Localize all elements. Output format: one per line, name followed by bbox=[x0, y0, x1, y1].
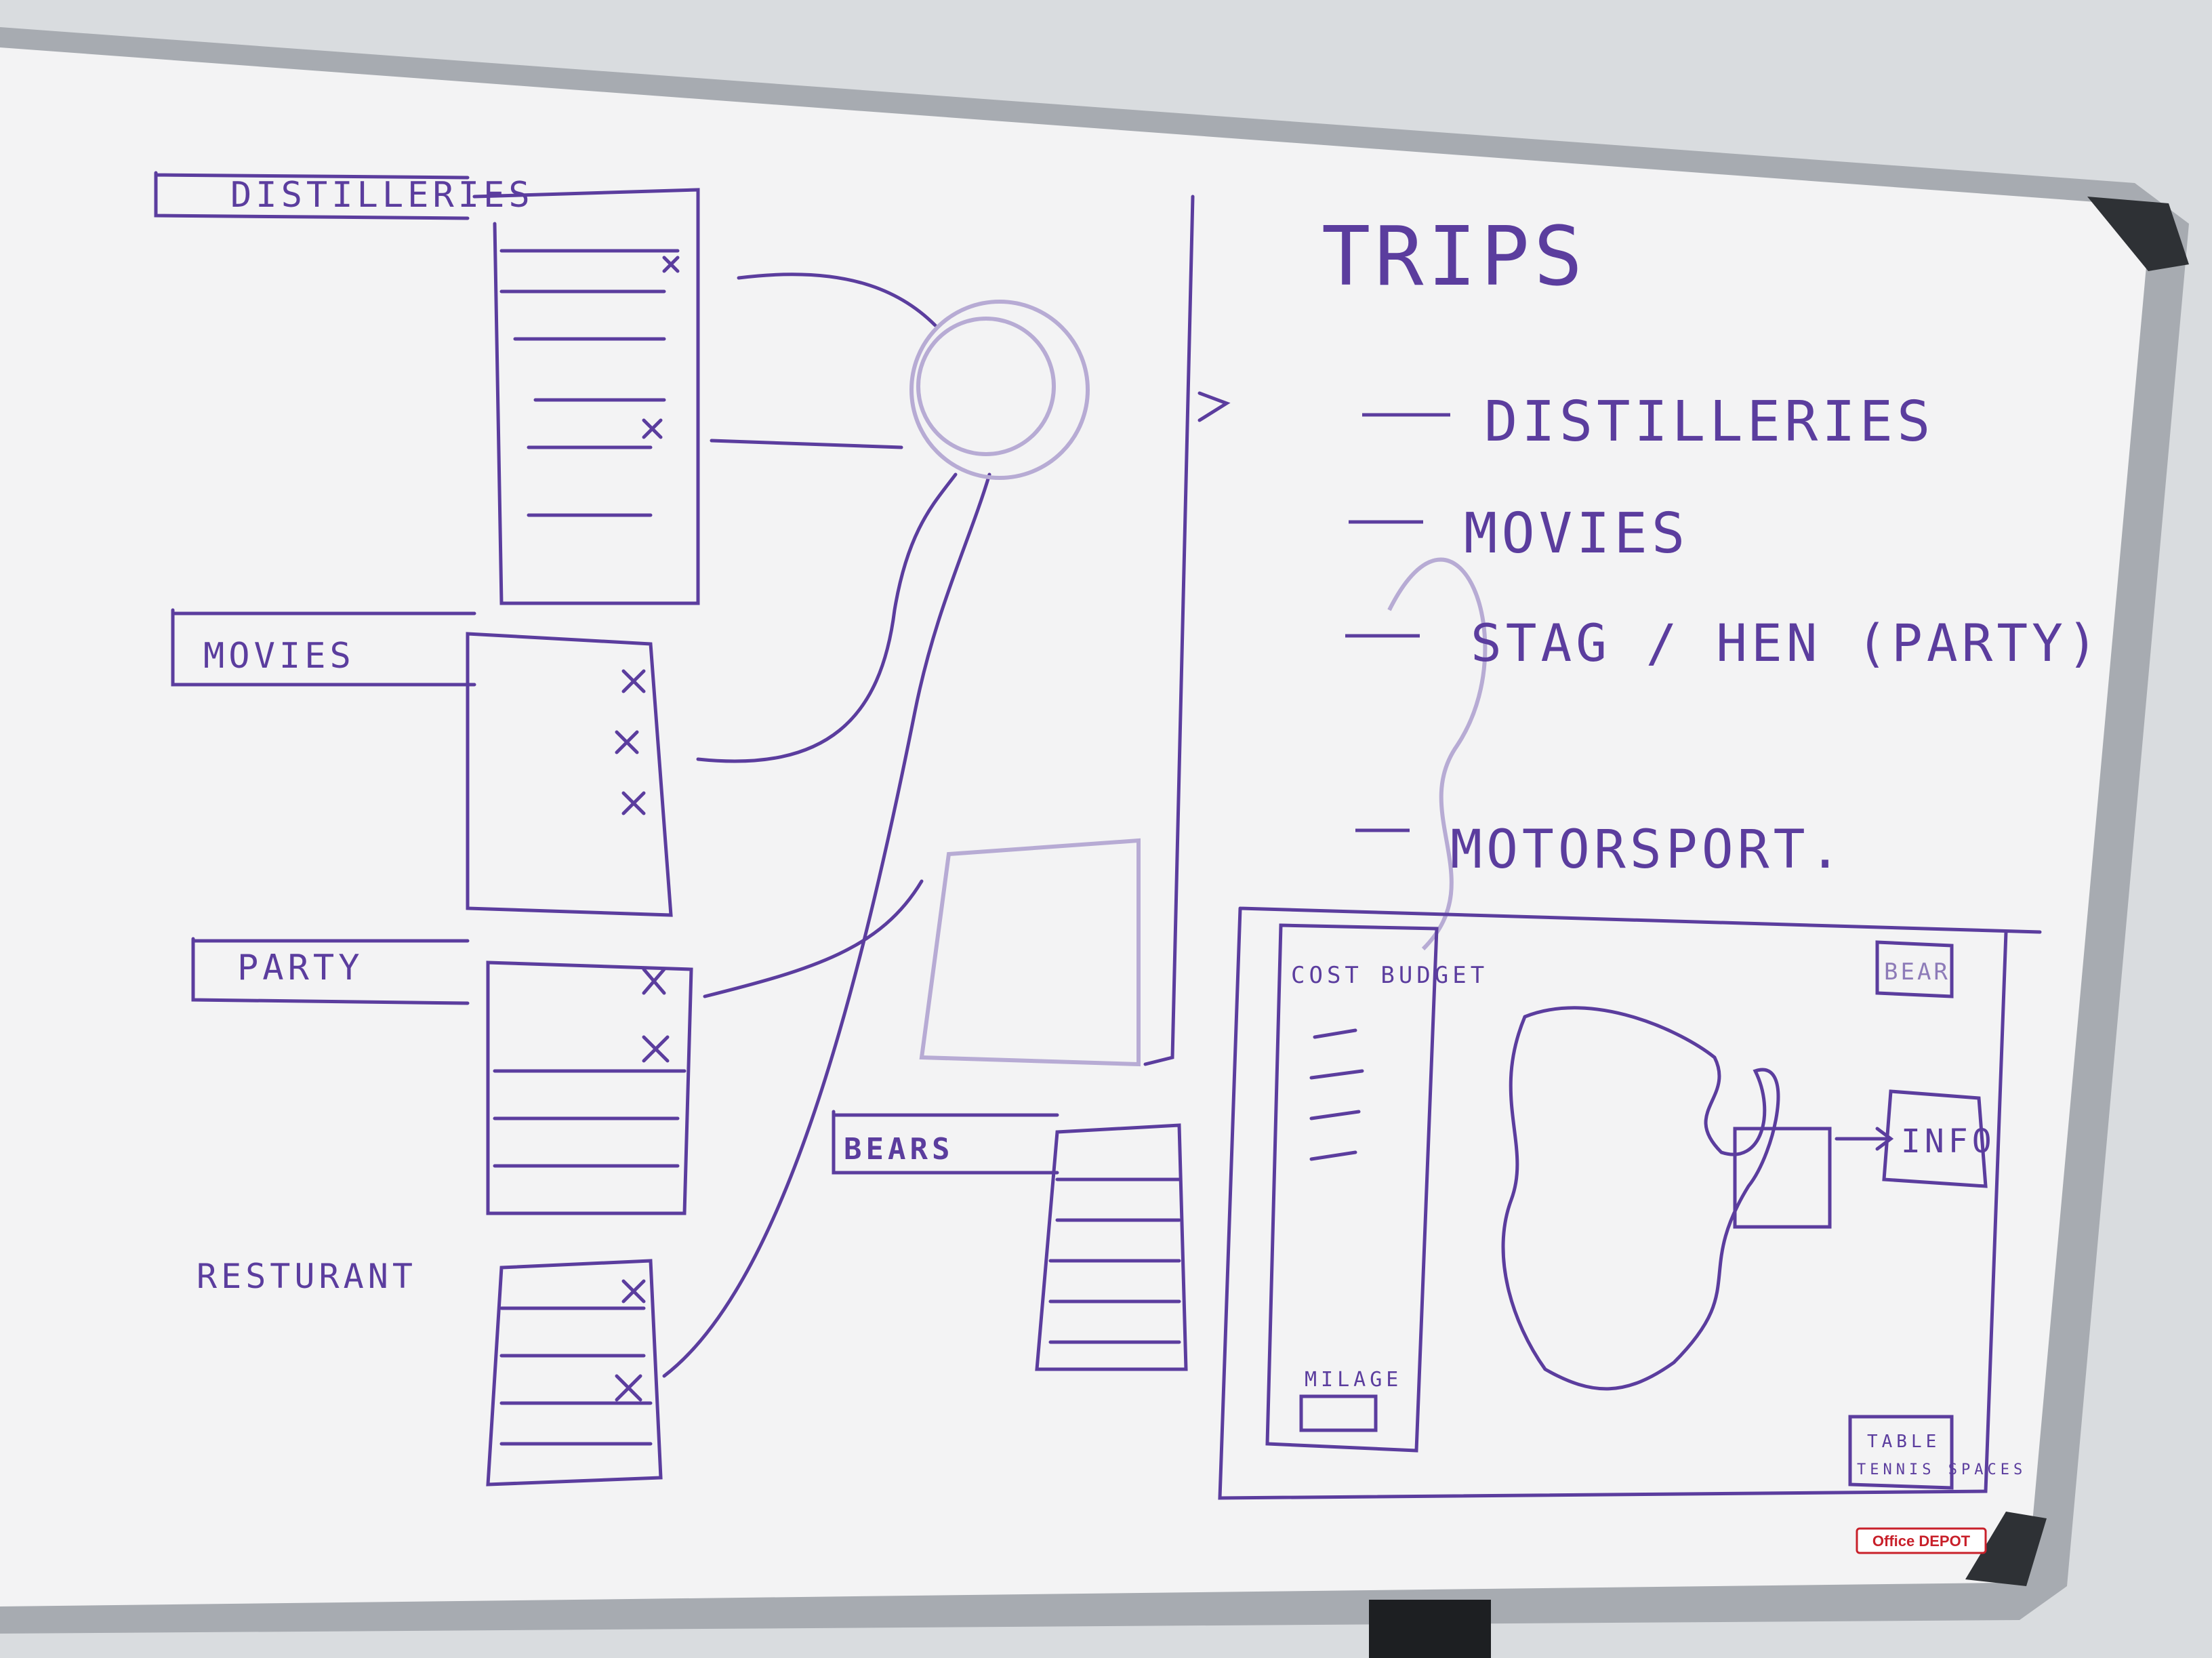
distilleries-tab-label: DISTILLERIES bbox=[230, 175, 534, 216]
brand-sticker bbox=[1856, 1527, 1987, 1554]
trips-item-movies: MOVIES bbox=[1464, 502, 1689, 566]
restaurant-checks bbox=[615, 1279, 646, 1402]
map-sidebar bbox=[1265, 923, 1439, 1453]
info-box bbox=[1882, 1089, 1988, 1188]
movies-list bbox=[466, 632, 673, 917]
info-box-label: INFO bbox=[1901, 1123, 1996, 1160]
frame-corner-top-right bbox=[2087, 197, 2189, 271]
trips-bullets bbox=[1345, 413, 1450, 832]
left-sketch bbox=[154, 171, 1231, 1487]
trips-item-motorsport: MOTORSPORT. bbox=[1450, 820, 1845, 881]
connector-lines bbox=[662, 272, 991, 1378]
table-tennis-box bbox=[1848, 1415, 1954, 1490]
info-arrow bbox=[1835, 1127, 1894, 1151]
party-checks bbox=[642, 967, 670, 1063]
restaurant-list bbox=[486, 1259, 663, 1487]
sidebar-footer-box bbox=[1299, 1394, 1378, 1432]
distilleries-tab bbox=[154, 171, 470, 220]
divider-arrow bbox=[1197, 391, 1231, 422]
erased-marks bbox=[909, 300, 1488, 1067]
bear-box-label: BEAR bbox=[1884, 958, 1950, 986]
party-tab bbox=[191, 937, 470, 1005]
map-frame bbox=[1218, 906, 2042, 1500]
center-divider bbox=[1143, 195, 1195, 1066]
map-sketch bbox=[1218, 906, 2042, 1500]
table-tennis-label-line2: TENNIS SPACES bbox=[1857, 1461, 2026, 1478]
bears-list-rows bbox=[1048, 1177, 1181, 1344]
trips-item-party: STAG / HEN (PARTY) bbox=[1471, 613, 2102, 673]
trips-item-distilleries: DISTILLERIES bbox=[1484, 390, 1934, 454]
movies-tab-label: MOVIES bbox=[203, 636, 355, 676]
board-mount bbox=[1369, 1600, 1491, 1658]
bears-tab bbox=[832, 1110, 1059, 1175]
track-outline bbox=[1501, 1006, 1780, 1391]
frame-corner-bottom-right bbox=[1965, 1512, 2047, 1586]
brand-logo-text: Office DEPOT bbox=[1872, 1533, 1971, 1550]
trips-title: TRIPS bbox=[1322, 210, 1586, 304]
restaurant-label: RESTURANT bbox=[197, 1257, 417, 1296]
bear-box bbox=[1875, 940, 1954, 998]
map-sidebar-footer: MILAGE bbox=[1305, 1368, 1402, 1392]
distilleries-list-rows bbox=[499, 249, 680, 517]
map-sidebar-title: COST BUDGET bbox=[1291, 962, 1488, 989]
bears-tab-label: BEARS bbox=[844, 1132, 954, 1167]
map-highlight-box bbox=[1733, 1127, 1832, 1229]
distilleries-checks bbox=[642, 256, 680, 439]
movies-tab bbox=[171, 608, 476, 687]
party-tab-label: PARTY bbox=[237, 948, 364, 988]
sidebar-lines bbox=[1309, 1028, 1364, 1161]
board-surface bbox=[0, 47, 2148, 1606]
party-list-rows bbox=[493, 1069, 687, 1168]
bears-list bbox=[1035, 1123, 1188, 1371]
restaurant-list-rows bbox=[499, 1306, 653, 1446]
party-list bbox=[486, 961, 693, 1215]
table-tennis-label-line1: TABLE bbox=[1867, 1432, 1940, 1452]
distilleries-list bbox=[472, 188, 700, 605]
movies-checks bbox=[615, 669, 646, 815]
